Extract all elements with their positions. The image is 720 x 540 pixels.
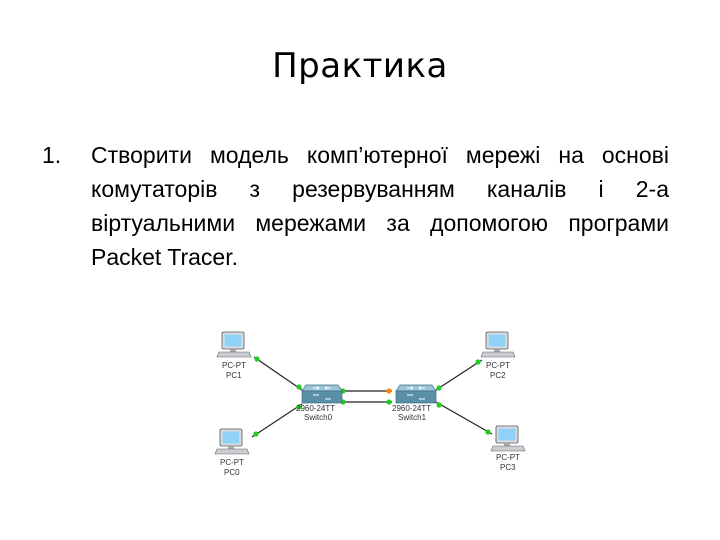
list-item-number: 1. <box>42 142 62 168</box>
port-light <box>436 402 442 408</box>
switch1-node: 2960-24TT Switch1 <box>392 384 437 422</box>
port-light <box>436 385 442 391</box>
port-light <box>254 356 260 362</box>
pc-icon <box>214 428 250 455</box>
port-light <box>253 431 259 437</box>
pc3-type-label: PC-PT <box>496 453 520 462</box>
port-light <box>485 429 491 435</box>
switch1-name-label: Switch1 <box>398 413 427 422</box>
pc1-node: PC-PT PC1 <box>216 331 252 380</box>
switch0-name-label: Switch0 <box>304 413 333 422</box>
port-lights <box>253 356 491 437</box>
switch0-node: 2960-24TT Switch0 <box>296 384 343 422</box>
network-diagram-svg: PC-PT PC1 PC-PT PC0 PC-PT PC2 <box>214 331 526 477</box>
switch-icon <box>301 384 343 404</box>
pc1-type-label: PC-PT <box>222 361 246 370</box>
pc0-node: PC-PT PC0 <box>214 428 250 477</box>
list-item-text: Створити модель комп’ютерної мережі на о… <box>91 142 669 270</box>
port-light <box>386 399 392 405</box>
pc1-name-label: PC1 <box>226 371 242 380</box>
link-pc0-switch0 <box>251 403 303 438</box>
network-diagram: PC-PT PC1 PC-PT PC0 PC-PT PC2 <box>210 322 530 482</box>
port-light <box>296 404 302 410</box>
pc0-type-label: PC-PT <box>220 458 244 467</box>
port-light-blocked <box>386 388 392 394</box>
pc-icon <box>216 331 252 358</box>
pc0-name-label: PC0 <box>224 468 240 477</box>
pc2-node: PC-PT PC2 <box>480 331 516 380</box>
pc3-name-label: PC3 <box>500 463 516 472</box>
pc-icon <box>490 425 526 452</box>
pc2-name-label: PC2 <box>490 371 506 380</box>
slide-title: Практика <box>272 46 448 86</box>
pc3-node: PC-PT PC3 <box>490 425 526 472</box>
switch-icon <box>395 384 437 404</box>
port-light <box>475 359 481 365</box>
link-switch1-pc2 <box>435 359 483 391</box>
pc2-type-label: PC-PT <box>486 361 510 370</box>
switch0-model-label: 2960-24TT <box>296 404 335 413</box>
link-switch1-pc3 <box>435 401 493 435</box>
pc-icon <box>480 331 516 358</box>
link-pc1-switch0 <box>253 356 303 391</box>
port-light <box>296 384 302 390</box>
links <box>251 356 493 438</box>
switch1-model-label: 2960-24TT <box>392 404 431 413</box>
